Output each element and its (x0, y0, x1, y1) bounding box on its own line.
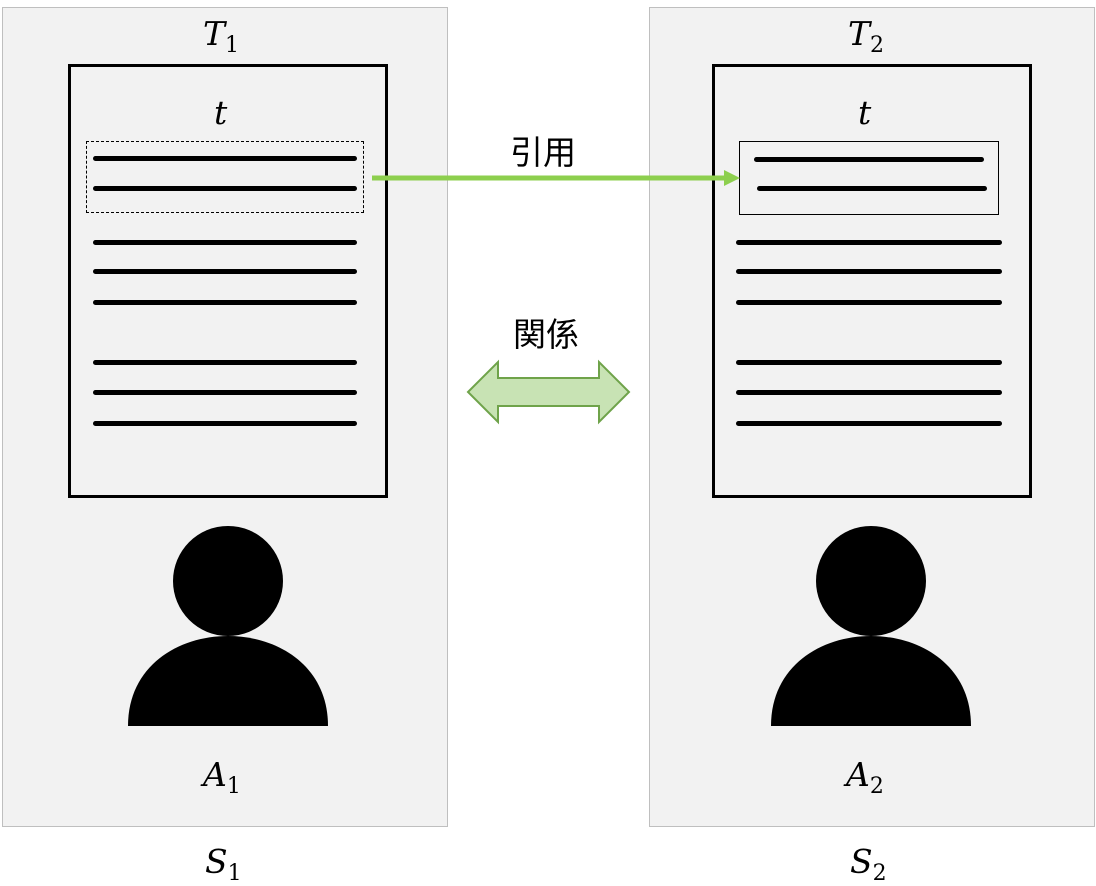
left-text-line (93, 360, 357, 365)
left-excerpt-line (93, 186, 357, 191)
left-text-line (93, 300, 357, 305)
citation-arrow (372, 170, 740, 186)
citation-label: 引用 (510, 133, 576, 172)
right-text-line (736, 421, 1002, 426)
right-text-line (736, 269, 1002, 274)
left-text-line (93, 240, 357, 245)
left-doc-label: t (214, 93, 228, 132)
relation-double-arrow (466, 359, 631, 425)
relation-label: 関係 (513, 315, 579, 354)
right-author-label: A2 (846, 755, 884, 799)
right-text-line (736, 360, 1002, 365)
left-title-label: T1 (203, 14, 240, 58)
right-excerpt-line (754, 157, 984, 162)
left-quoted-excerpt (86, 141, 364, 213)
left-text-line (93, 390, 357, 395)
right-text-line (736, 390, 1002, 395)
right-text-line (736, 240, 1002, 245)
left-excerpt-line (93, 156, 357, 161)
left-section-label: S1 (205, 842, 242, 886)
right-title-label: T2 (848, 14, 885, 58)
right-text-line (736, 300, 1002, 305)
right-excerpt-line (757, 186, 987, 191)
left-text-line (93, 421, 357, 426)
right-doc-label: t (858, 93, 872, 132)
right-section-label: S2 (850, 842, 887, 886)
left-text-line (93, 269, 357, 274)
left-author-label: A1 (203, 755, 241, 799)
right-person-icon (771, 526, 971, 726)
left-person-icon (128, 526, 328, 726)
